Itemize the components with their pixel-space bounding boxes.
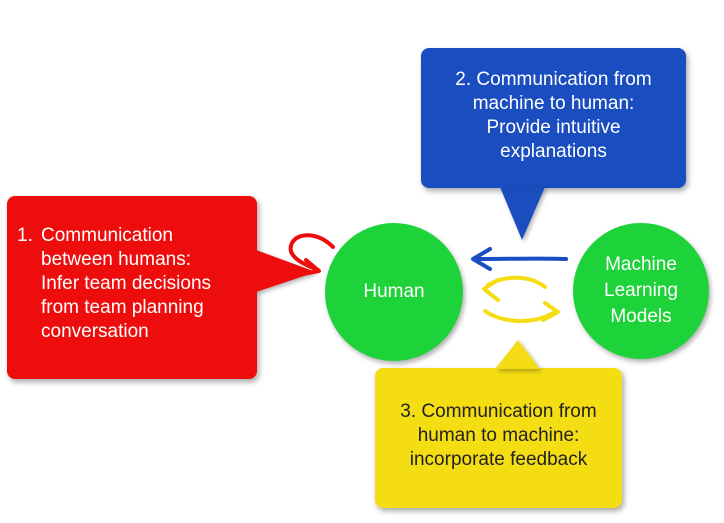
self-loop-arrow (288, 233, 335, 276)
human-node: Human (325, 223, 463, 361)
callout-machine-to-human: 2. Communication from machine to human: … (421, 48, 686, 188)
callout-number: 1. (17, 225, 33, 246)
callout-between-humans-text: 1.Communication between humans: Infer te… (17, 225, 212, 342)
machine-to-human-arrow (471, 247, 568, 271)
callout-human-to-machine: 3. Communication from human to machine: … (375, 368, 622, 508)
callout-between-humans-pointer (256, 250, 316, 292)
callout-human-to-machine-pointer (495, 340, 540, 369)
ml-models-node: Machine Learning Models (573, 223, 709, 359)
ml-models-node-label: Machine Learning Models (604, 254, 678, 327)
callout-between-humans: 1.Communication between humans: Infer te… (7, 196, 257, 379)
callout-human-to-machine-text: 3. Communication from human to machine: … (400, 401, 597, 470)
feedback-loop-arrow (482, 275, 560, 323)
callout-machine-to-human-pointer (500, 187, 545, 240)
human-node-label: Human (363, 281, 425, 302)
callout-machine-to-human-text: 2. Communication from machine to human: … (455, 69, 652, 162)
